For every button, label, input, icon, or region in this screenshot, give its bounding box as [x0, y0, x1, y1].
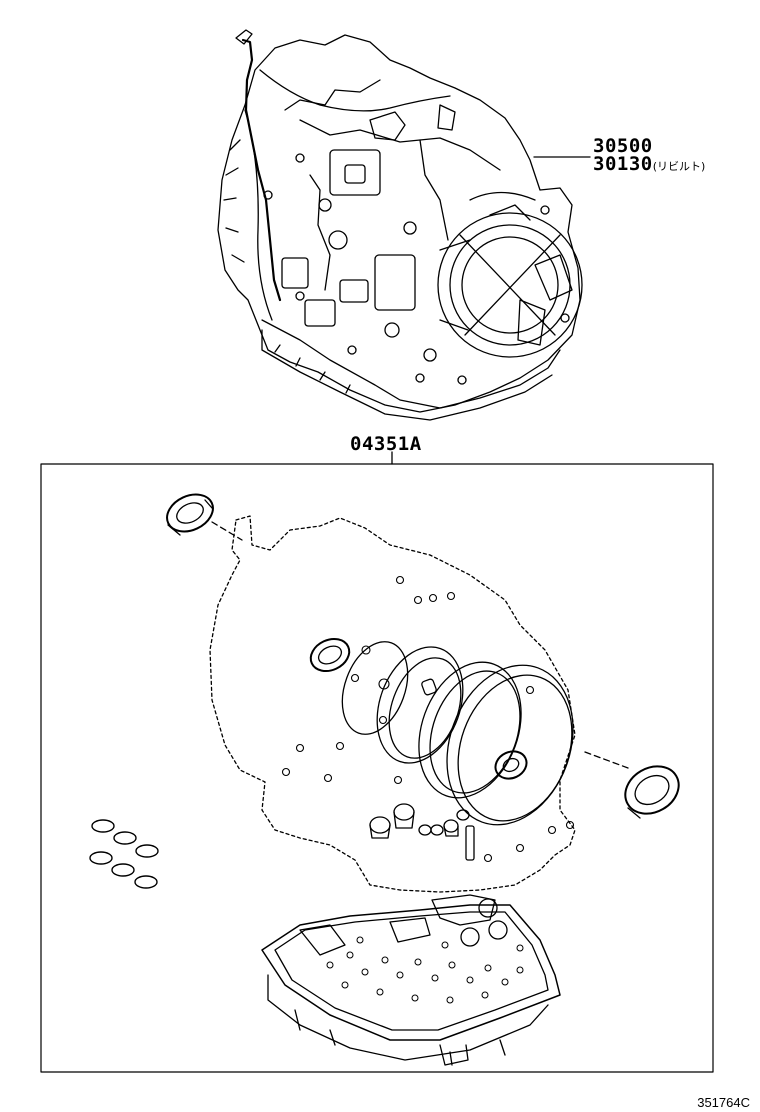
gasket-kit-frame — [40, 463, 714, 1073]
rebuilt-note: (リビルト) — [652, 160, 706, 173]
oil-seal-small — [309, 637, 351, 673]
oil-seal-rear — [624, 765, 680, 819]
gasket-kit-number: 04351A — [350, 433, 422, 455]
gasket-kit-parts — [89, 493, 680, 1066]
transmission-assembly — [217, 29, 591, 421]
part-number-rebuilt-code: 30130 — [593, 153, 653, 175]
figure-code: 351764C — [697, 1095, 750, 1110]
part-number-rebuilt: 30130(リビルト) — [593, 153, 705, 175]
o-ring-set — [89, 819, 159, 889]
oil-pan-gasket — [261, 894, 561, 1066]
case-gasket-outline — [209, 515, 576, 893]
part-number-assembly: 30500 — [593, 135, 653, 157]
oil-seal-front — [166, 493, 214, 536]
plugs-and-bushings — [369, 803, 475, 861]
